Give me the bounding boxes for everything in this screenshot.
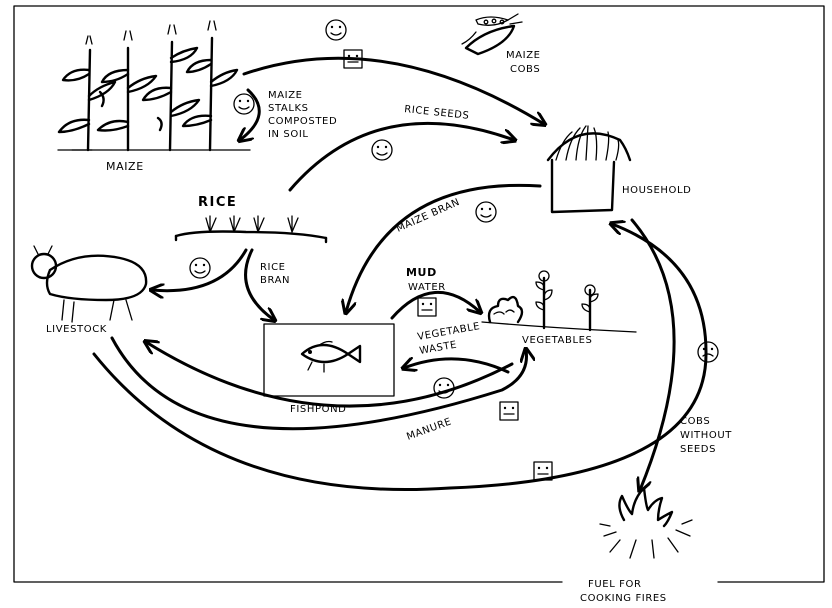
maize-stalks-line3: COMPOSTED [268,116,337,127]
fishpond-label: FISHPOND [290,404,346,415]
livestock-icon [30,245,148,323]
fish-icon [300,340,362,373]
arrow-maize-bran [346,183,542,312]
diagram-frame [13,5,825,583]
arrow-maize-stalks-compost [240,88,261,140]
maize-label: MAIZE [106,160,144,173]
fire-icon [599,486,693,559]
arrow-livestock-to-household [92,224,708,492]
arrow-vegetable-waste [404,359,510,374]
maize-cobs-label-line1: MAIZE [506,50,541,61]
household-icon [546,125,632,214]
cobs-without-seeds-line1: COBS [680,416,710,427]
maize-stalks-line1: MAIZE [268,90,303,101]
vegetables-label: VEGETABLES [522,335,593,346]
maize-cobs-icon [461,13,523,56]
smiley-face-icon [189,257,211,279]
rice-label: RICE [198,195,237,210]
arrow-rice-seeds [288,121,514,192]
vegetables-icon [481,270,637,333]
fishpond-box [263,323,395,397]
smiley-face-icon [371,139,393,161]
rice-seeds-label: RICE SEEDS [404,104,470,122]
fuel-label-line1: FUEL FOR [588,579,642,590]
arrow-manure [110,336,527,431]
livestock-label: LIVESTOCK [46,324,107,335]
arrow-rice-bran [244,248,274,320]
maize-stalks-line2: STALKS [268,103,309,114]
smiley-face-icon [325,19,347,41]
vegetable-waste-line2: WASTE [419,340,458,357]
vegetable-waste-line1: VEGETABLE [417,321,482,343]
smiley-face-icon [475,201,497,223]
water-label: WATER [408,282,446,293]
square-face-icon [417,297,437,317]
household-label: HOUSEHOLD [622,185,691,196]
rice-bran-line2: BRAN [260,275,290,286]
rice-field-icon [174,215,328,244]
fuel-label-line2: COOKING FIRES [580,593,667,604]
maize-plants-icon [57,20,251,152]
cobs-without-seeds-line3: SEEDS [680,444,716,455]
smiley-face-icon [233,93,255,115]
arrow-mud-water [390,290,480,320]
cobs-without-seeds-line2: WITHOUT [680,430,732,441]
maize-cobs-label-line2: COBS [510,64,540,75]
manure-label: MANURE [405,416,453,442]
smiley-face-icon [433,377,455,399]
arrow-cobs-to-fire [630,218,676,490]
square-face-icon [343,49,363,69]
rice-bran-line1: RICE [260,262,286,273]
maize-stalks-line4: IN SOIL [268,129,309,140]
square-face-icon [533,461,553,481]
smiley-face-icon [697,341,719,363]
mud-label: MUD [406,266,437,279]
square-face-icon [499,401,519,421]
arrow-maize-to-household [242,56,544,124]
arrow-to-livestock-return [146,342,514,408]
arrow-rice-to-livestock [152,248,248,291]
